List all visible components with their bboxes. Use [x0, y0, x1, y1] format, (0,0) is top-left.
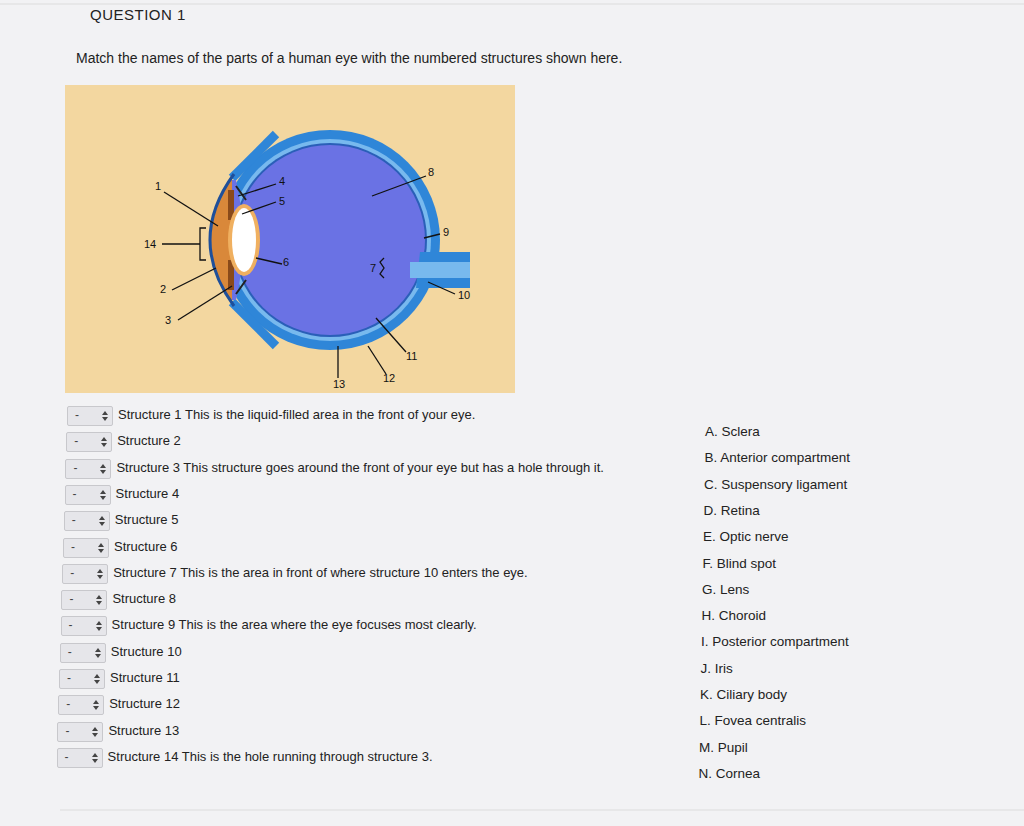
callout-number: 5 — [279, 195, 285, 207]
dropdown-value: - — [75, 408, 79, 422]
dropdown-value: - — [71, 540, 75, 554]
answer-option: F. Blind spot — [703, 556, 777, 571]
dropdown-box — [67, 406, 113, 426]
dropdown-value: - — [73, 461, 77, 475]
dropdown-box — [63, 538, 109, 558]
structure-prompt: Structure 12 — [109, 696, 180, 711]
answer-option: C. Suspensory ligament — [704, 477, 847, 492]
structure-prompt: Structure 14 This is the hole running th… — [108, 749, 433, 764]
structure-prompt: Structure 6 — [114, 539, 178, 554]
dropdown-box — [57, 748, 103, 768]
dropdown-box — [57, 722, 103, 742]
dropdown-box — [60, 643, 106, 663]
dropdown-value: - — [73, 487, 77, 501]
dropdown-arrows — [95, 594, 103, 606]
leader-lines — [162, 176, 455, 378]
dropdown-arrows — [99, 489, 107, 501]
dropdown-box — [64, 511, 110, 531]
callout-number: 3 — [165, 314, 171, 326]
structure-prompt: Structure 11 — [110, 670, 180, 685]
answer-option: I. Posterior compartment — [701, 634, 849, 649]
dropdown-arrows — [97, 542, 105, 554]
structure-prompt: Structure 4 — [116, 486, 180, 501]
structure-prompt: Structure 7 This is the area in front of… — [113, 565, 528, 580]
answer-option: K. Ciliary body — [700, 687, 787, 702]
answer-option: B. Anterior compartment — [705, 450, 851, 465]
callout-number: 9 — [443, 226, 449, 238]
dropdown-arrows — [98, 515, 106, 527]
dropdown-arrows — [96, 568, 104, 580]
callout-number: 8 — [428, 166, 434, 178]
structure-prompt: Structure 5 — [115, 512, 179, 527]
dropdown-arrows — [92, 699, 100, 711]
optic-nerve-core — [410, 262, 470, 278]
instruction-text: Match the names of the parts of a human … — [76, 50, 622, 66]
dropdown-value: - — [67, 671, 71, 685]
sclera-front — [232, 302, 276, 346]
sclera — [220, 130, 440, 350]
dropdown-value: - — [65, 750, 69, 764]
dropdown-arrows — [94, 647, 102, 659]
dropdown-box — [65, 485, 111, 505]
dropdown-value: - — [74, 434, 78, 448]
callout-number: 7 — [370, 262, 376, 274]
callout-number: 2 — [160, 283, 166, 295]
dropdown-value: - — [72, 513, 76, 527]
dropdown-box — [58, 695, 104, 715]
callout-number: 12 — [383, 372, 395, 384]
dropdown-box — [66, 432, 112, 452]
dropdown-value: - — [68, 645, 72, 659]
dropdown-arrows — [93, 673, 101, 685]
vitreous-body — [235, 145, 425, 335]
callout-number: 4 — [279, 175, 285, 187]
callout-number: 6 — [283, 256, 289, 268]
dropdown-box — [61, 616, 107, 636]
diagram-panel — [65, 85, 515, 393]
callout-number: 11 — [406, 350, 417, 362]
dropdown-box — [65, 459, 111, 479]
dropdown-value: - — [66, 697, 70, 711]
answer-option: M. Pupil — [699, 740, 748, 755]
structure-prompt: Structure 13 — [108, 723, 179, 738]
structure-prompt: Structure 3 This structure goes around t… — [116, 460, 604, 475]
dropdown-arrows — [91, 726, 99, 738]
dropdown-arrows — [91, 752, 99, 764]
answer-option: H. Choroid — [702, 608, 767, 623]
question-title: QUESTION 1 — [90, 6, 186, 23]
answer-option: G. Lens — [702, 582, 749, 597]
answer-option: D. Retina — [704, 503, 760, 518]
bottom-rule — [60, 810, 1024, 811]
lens — [232, 208, 256, 272]
callout-number: 1 — [155, 180, 161, 192]
structure-prompt: Structure 1 This is the liquid-filled ar… — [118, 407, 475, 422]
dropdown-box — [61, 590, 107, 610]
dropdown-arrows — [95, 620, 103, 632]
answer-option: E. Optic nerve — [703, 529, 789, 544]
structure-prompt: Structure 8 — [112, 591, 176, 606]
callout-number: 13 — [333, 378, 345, 390]
dropdown-arrows — [100, 436, 108, 448]
structure-prompt: Structure 10 — [111, 644, 182, 659]
dropdown-value: - — [65, 724, 69, 738]
answer-option: A. Sclera — [705, 424, 760, 439]
dropdown-value: - — [69, 592, 73, 606]
dropdown-value: - — [69, 618, 73, 632]
dropdown-box — [62, 564, 108, 584]
dropdown-value: - — [70, 566, 74, 580]
callout-number: 14 — [144, 238, 156, 250]
dropdown-arrows — [101, 410, 109, 422]
structure-prompt: Structure 9 This is the area where the e… — [112, 617, 477, 632]
callout-number: 10 — [458, 289, 470, 301]
top-rule — [0, 4, 1024, 5]
choroid — [229, 139, 431, 341]
dropdown-arrows — [99, 463, 107, 475]
answer-option: J. Iris — [701, 661, 733, 676]
dropdown-box — [59, 669, 105, 689]
answer-option: N. Cornea — [699, 766, 761, 781]
structure-prompt: Structure 2 — [117, 433, 181, 448]
retina — [233, 143, 427, 337]
answer-option: L. Fovea centralis — [700, 713, 807, 728]
sclera-front — [232, 134, 276, 178]
lens-rim — [228, 204, 260, 276]
